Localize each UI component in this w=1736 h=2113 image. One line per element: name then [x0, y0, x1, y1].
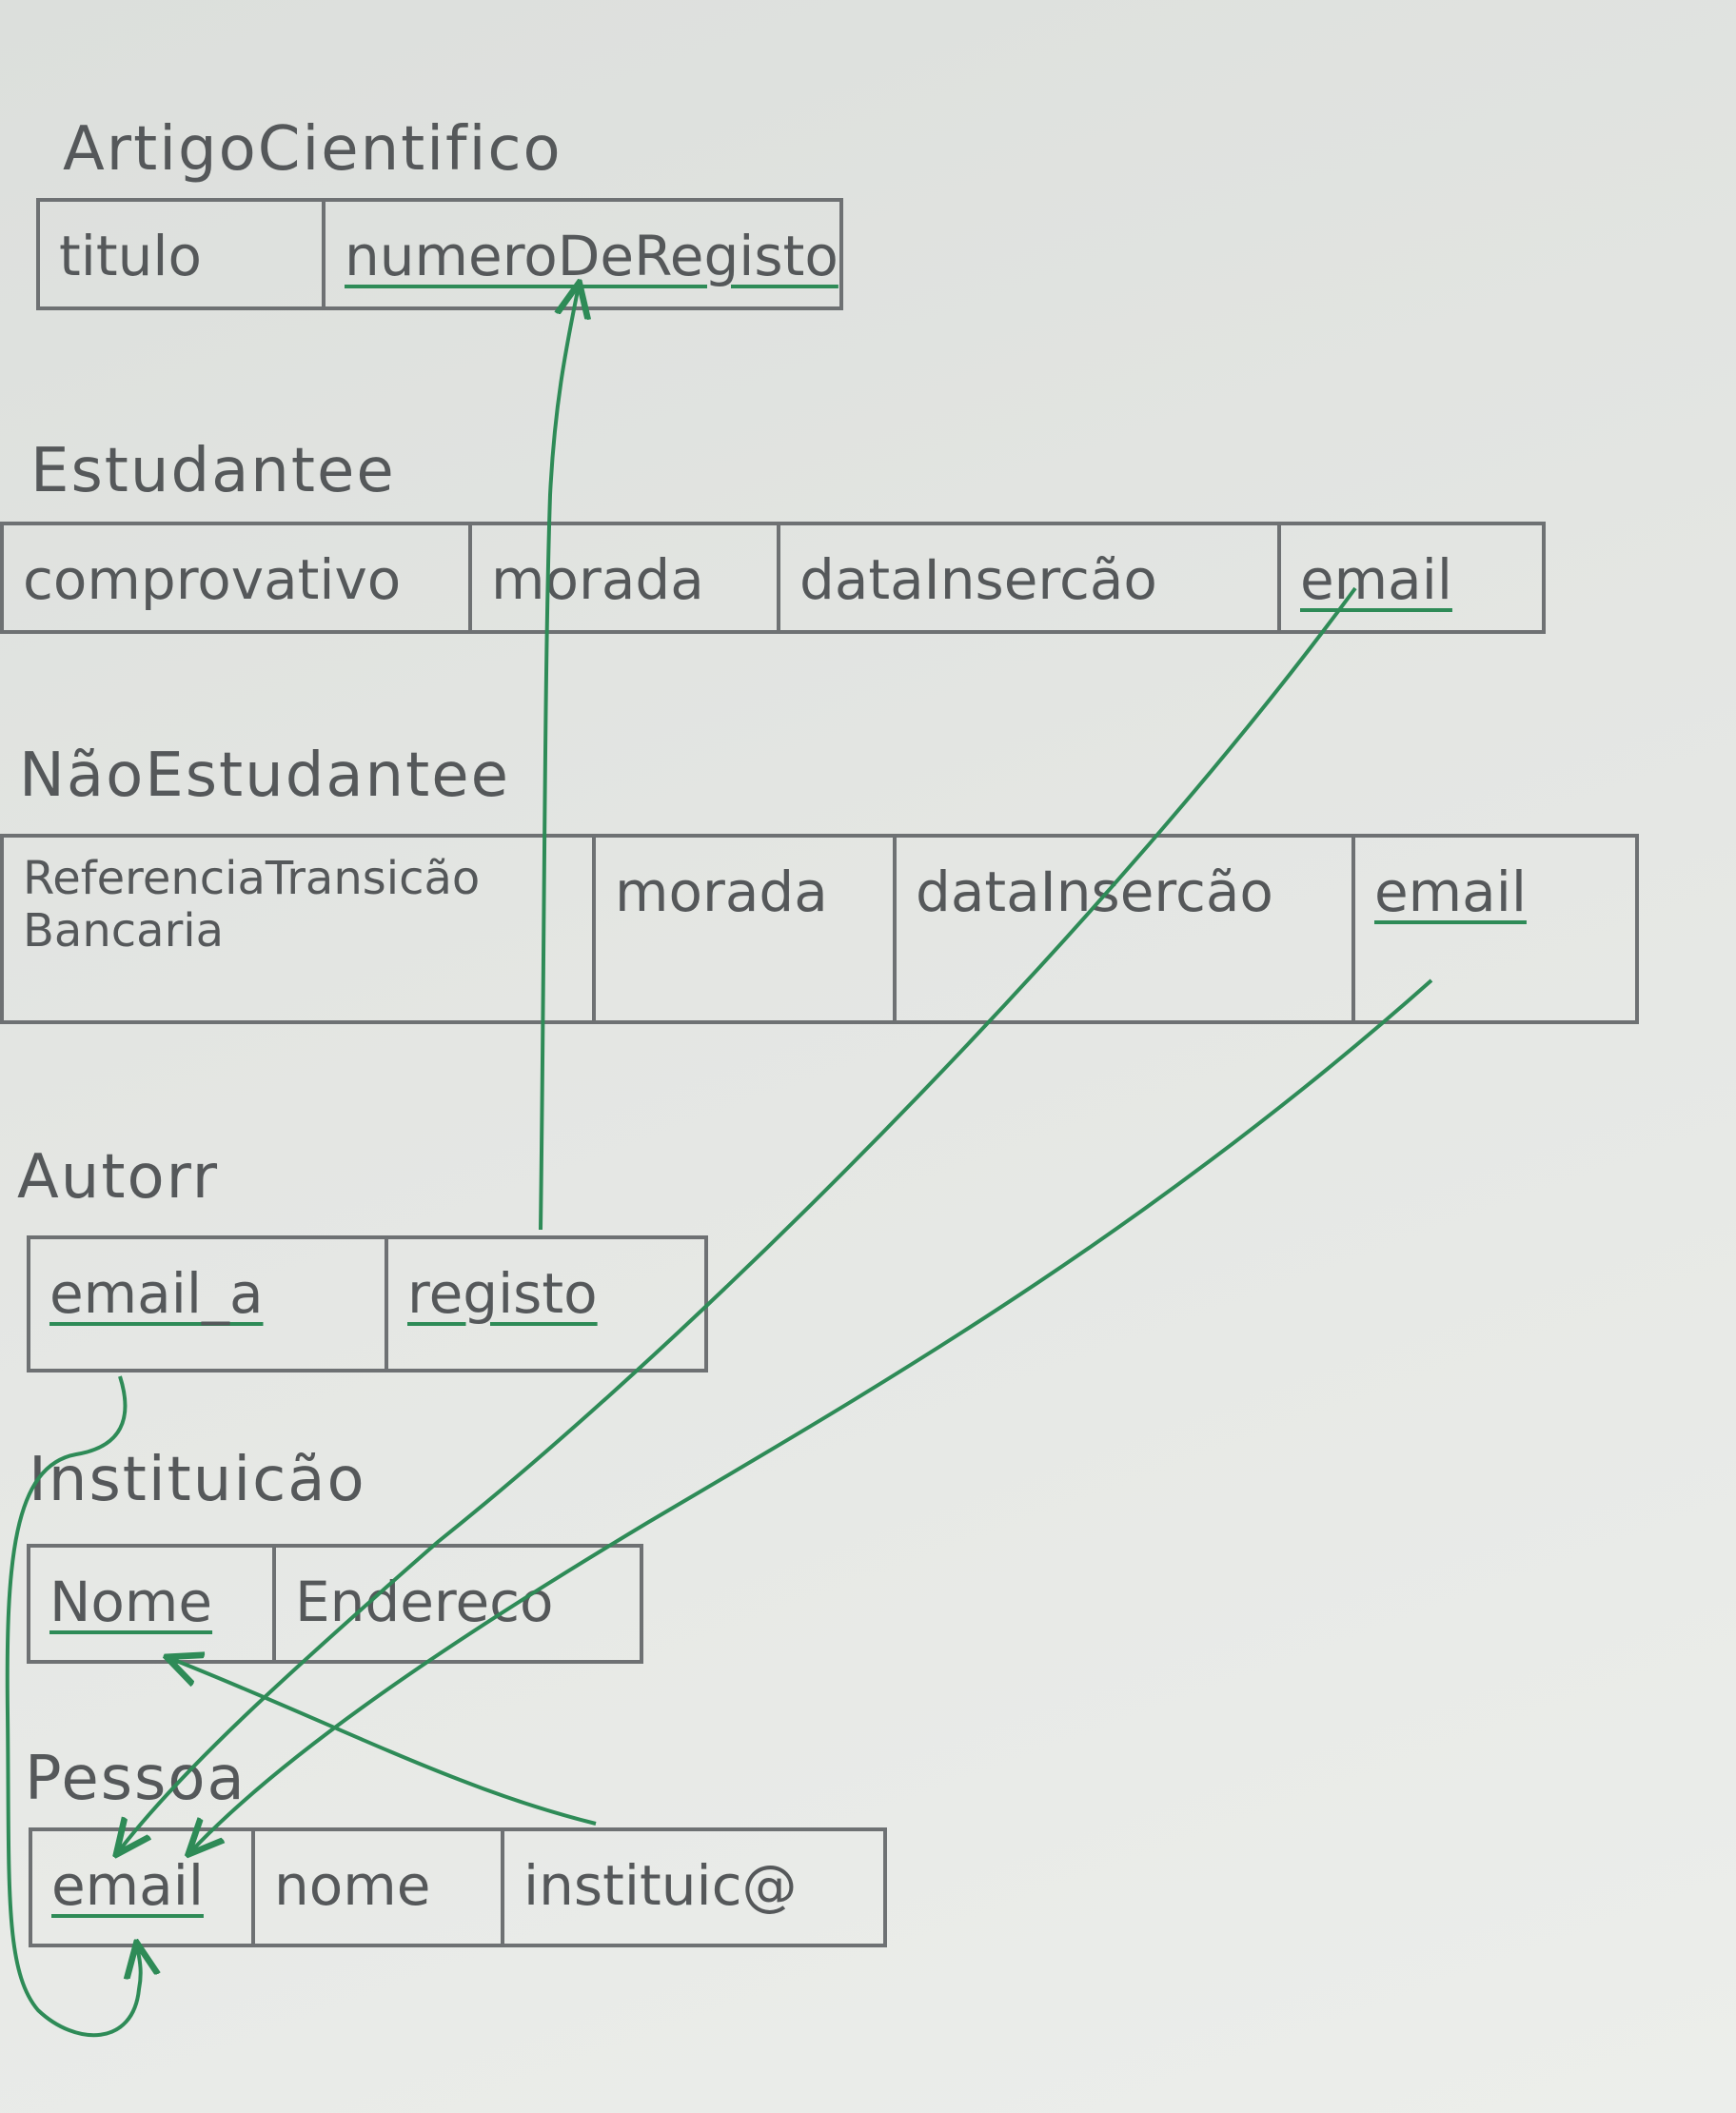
entity-title-instituicao: Instituicão — [29, 1445, 366, 1515]
attr-instituicao-fk: instituic@ — [523, 1853, 798, 1918]
entity-title-autor: Autorr — [17, 1142, 220, 1213]
arrow-nao-estudante-email-to-pessoa-email — [190, 978, 1433, 1852]
table-autor: email_a registo — [27, 1235, 708, 1372]
table-nao-estudante: ReferenciaTransicão Bancaria morada data… — [0, 834, 1639, 1024]
entity-title-artigo-cientifico: ArtigoCientifico — [63, 114, 562, 185]
table-pessoa: email nome instituic@ — [29, 1827, 887, 1947]
entity-title-estudante: Estudantee — [30, 436, 396, 506]
table-instituicao: Nome Endereco — [27, 1544, 643, 1664]
attr-registo: registo — [407, 1261, 598, 1326]
attr-endereco: Endereco — [295, 1570, 554, 1634]
entity-title-pessoa: Pessoa — [25, 1744, 247, 1814]
table-estudante: comprovativo morada dataInsercão email — [0, 522, 1546, 634]
attr-referencia-transicao-bancaria: ReferenciaTransicão Bancaria — [4, 838, 596, 1020]
arrow-registo-to-numero-de-registo — [539, 286, 579, 1231]
attr-morada: morada — [472, 525, 780, 630]
attr-nome: Nome — [30, 1548, 276, 1660]
attr-titulo: titulo — [40, 202, 326, 306]
attr-nome: nome — [255, 1831, 504, 1944]
attr-morada: morada — [596, 838, 897, 1020]
attr-comprovativo: comprovativo — [4, 525, 472, 630]
table-artigo-cientifico: titulo numeroDeRegisto — [36, 198, 843, 310]
attr-email-a: email_a — [30, 1239, 388, 1369]
attr-data-insercao: dataInsercão — [897, 838, 1355, 1020]
attr-email: email — [1300, 547, 1452, 612]
entity-title-nao-estudante: NãoEstudantee — [19, 741, 510, 811]
attr-numero-de-registo: numeroDeRegisto — [345, 224, 838, 288]
attr-email: email — [32, 1831, 255, 1944]
attr-data-insercao: dataInsercão — [780, 525, 1281, 630]
attr-email: email — [1374, 859, 1527, 924]
